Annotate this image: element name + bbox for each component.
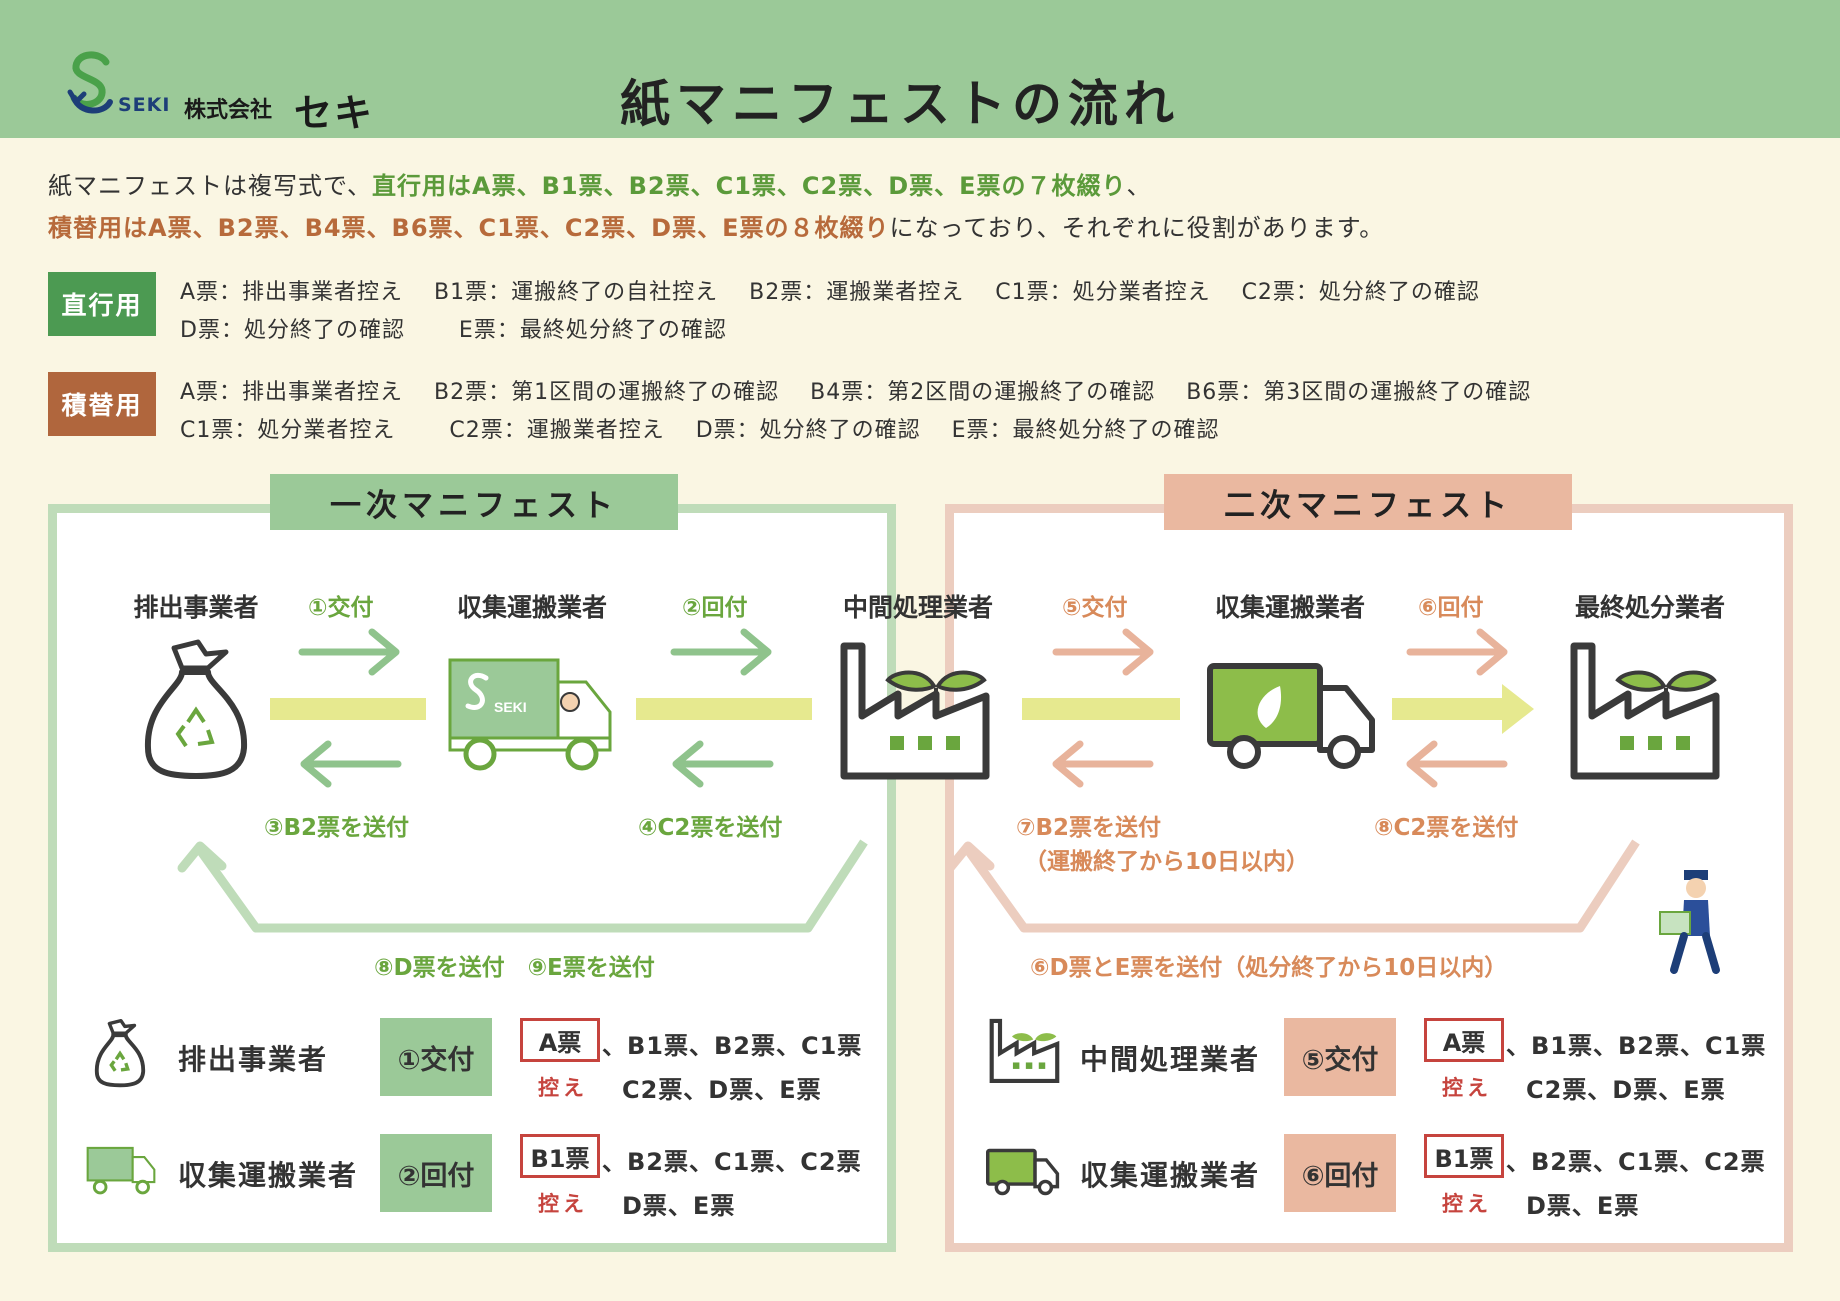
step-label: ①交付 — [308, 595, 374, 621]
arrow-right-green — [298, 628, 772, 676]
intro-text: 紙マニフェストは複写式で、 — [48, 172, 373, 200]
loop-step-label: ⑥D票とE票を送付（処分終了から10日以内） — [1030, 955, 1508, 981]
primary-manifest-title: 一次マニフェスト — [270, 474, 678, 530]
seki-logo-icon — [67, 51, 113, 114]
garbage-bag-icon — [94, 1018, 146, 1088]
transship-tag: 積替用 — [48, 372, 156, 436]
step-label: ⑥回付 — [1418, 595, 1484, 621]
flow-bar — [270, 698, 426, 720]
flow-bar — [636, 698, 812, 720]
delivery-person-icon — [1659, 870, 1720, 974]
step-label: ②回付 — [682, 595, 748, 621]
transship-legend-row-1: A票：排出事業者控え B2票：第1区間の運搬終了の確認 B4票：第2区間の運搬終… — [180, 380, 1532, 405]
logo-text: SEKI — [118, 94, 171, 116]
intro-text: 、 — [1126, 172, 1152, 200]
ticket-list-line: C2票、D票、E票 — [622, 1076, 822, 1104]
step-label: ③B2票を送付 — [264, 815, 410, 841]
factory-icon — [989, 1018, 1060, 1083]
hikae-label: 控え — [538, 1192, 588, 1216]
direct-tag: 直行用 — [48, 272, 156, 336]
svg-text:SEKI: SEKI — [494, 699, 527, 715]
ticket-box: B1票 — [520, 1134, 600, 1178]
header-bar — [0, 0, 1840, 138]
ticket-list-line: D票、E票 — [622, 1192, 736, 1220]
row-actor: 収集運搬業者 — [178, 1159, 359, 1192]
garbage-bag-icon — [144, 639, 248, 779]
direct-legend-row-2: D票：処分終了の確認 E票：最終処分終了の確認 — [180, 318, 727, 343]
page-title: 紙マニフェストの流れ — [620, 75, 1180, 133]
loop-step-label: ⑧D票を送付 ⑨E票を送付 — [374, 955, 655, 981]
ticket-box: A票 — [1424, 1018, 1504, 1062]
ticket-list-line: 、B2票、C1票、C2票 — [602, 1148, 862, 1176]
step-label: ⑧C2票を送付 — [1374, 815, 1519, 841]
ticket-list-line: C2票、D票、E票 — [1526, 1076, 1726, 1104]
secondary-manifest-panel — [945, 504, 1793, 1252]
company-prefix: 株式会社 — [184, 98, 273, 123]
row-action: ⑤交付 — [1284, 1018, 1396, 1096]
actor-label: 収集運搬業者 — [456, 593, 607, 622]
row-action: ⑥回付 — [1284, 1134, 1396, 1212]
intro-text: になっており、それぞれに役割があります。 — [889, 214, 1385, 242]
hikae-label: 控え — [1442, 1192, 1492, 1216]
actor-label: 排出事業者 — [133, 593, 259, 622]
truck-icon — [1207, 663, 1375, 769]
row-actor: 排出事業者 — [178, 1043, 329, 1076]
step-label: ④C2票を送付 — [638, 815, 783, 841]
actor-label: 最終処分業者 — [1574, 593, 1725, 622]
intro-transship-highlight: 積替用はA票、B2票、B4票、B6票、C1票、C2票、D票、E票の８枚綴り — [48, 214, 890, 242]
step-label: ⑦B2票を送付 — [1016, 815, 1162, 841]
arrow-right-orange — [1052, 628, 1508, 676]
actor-label: 中間処理業者 — [842, 593, 993, 622]
row-actor: 収集運搬業者 — [1080, 1159, 1261, 1192]
hikae-label: 控え — [538, 1076, 588, 1100]
company-name: セキ — [294, 91, 375, 135]
step-note: （運搬終了から10日以内） — [1024, 849, 1310, 875]
step-label: ⑤交付 — [1062, 595, 1128, 621]
intro-line-2: 積替用はA票、B2票、B4票、B6票、C1票、C2票、D票、E票の８枚綴りになっ… — [48, 208, 1384, 243]
flow-bar — [1022, 698, 1180, 720]
arrow-left-orange — [1052, 740, 1508, 788]
truck-icon — [986, 1148, 1060, 1196]
row-actor: 中間処理業者 — [1080, 1043, 1261, 1076]
factory-icon — [840, 642, 990, 780]
ticket-box: A票 — [520, 1018, 600, 1062]
intro-line-1: 紙マニフェストは複写式で、直行用はA票、B1票、B2票、C1票、C2票、D票、E… — [48, 166, 1152, 201]
transship-legend-row-2: C1票：処分業者控え C2票：運搬業者控え D票：処分終了の確認 E票：最終処分… — [180, 418, 1220, 443]
hikae-label: 控え — [1442, 1076, 1492, 1100]
ticket-list-line: D票、E票 — [1526, 1192, 1640, 1220]
secondary-manifest-title: 二次マニフェスト — [1164, 474, 1572, 530]
direct-legend-row-1: A票：排出事業者控え B1票：運搬終了の自社控え B2票：運搬業者控え C1票：… — [180, 280, 1480, 305]
intro-direct-highlight: 直行用はA票、B1票、B2票、C1票、C2票、D票、E票の７枚綴り — [372, 172, 1127, 200]
ticket-list-line: 、B2票、C1票、C2票 — [1506, 1148, 1766, 1176]
row-action: ②回付 — [380, 1134, 492, 1212]
ticket-list-line: 、B1票、B2票、C1票 — [602, 1032, 863, 1060]
actor-label: 収集運搬業者 — [1214, 593, 1365, 622]
truck-icon: SEKI — [448, 658, 612, 771]
primary-manifest-panel — [48, 504, 896, 1252]
row-action: ①交付 — [380, 1018, 492, 1096]
arrow-left-green — [300, 740, 774, 788]
loop-arrow-orange — [964, 839, 1640, 933]
truck-icon — [86, 1146, 156, 1195]
factory-icon — [1570, 642, 1720, 780]
ticket-box: B1票 — [1424, 1134, 1504, 1178]
flow-arrow-yellow — [1392, 684, 1534, 734]
ticket-list-line: 、B1票、B2票、C1票 — [1506, 1032, 1767, 1060]
loop-arrow-green — [196, 839, 868, 933]
